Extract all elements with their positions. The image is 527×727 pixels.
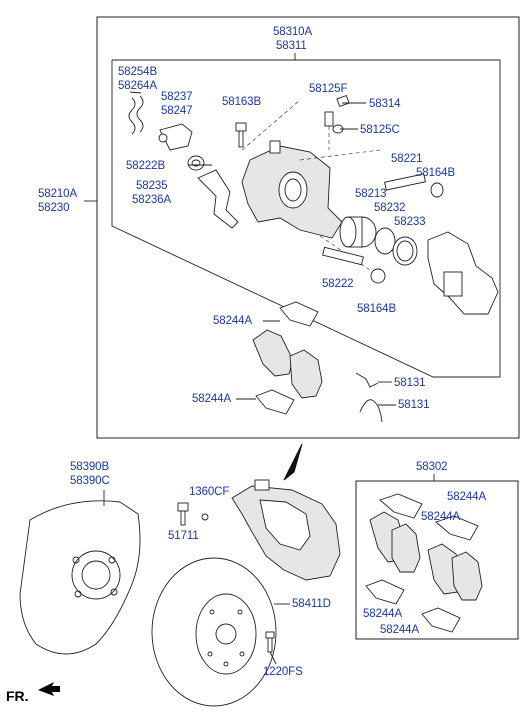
dust-shield — [19, 490, 141, 655]
brake-pad-set-upper — [252, 301, 323, 415]
label-58244a-bottom[interactable]: 58244A — [192, 393, 232, 405]
label-58131-2[interactable]: 58131 — [398, 399, 430, 411]
label-58232[interactable]: 58232 — [374, 202, 406, 214]
label-58233[interactable]: 58233 — [394, 216, 426, 228]
assembly-arrow — [283, 443, 303, 481]
label-58125f[interactable]: 58125F — [309, 83, 348, 95]
label-58314[interactable]: 58314 — [369, 98, 401, 110]
anti-rattle-wire-1 — [355, 372, 379, 388]
label-kit-58244a-1[interactable]: 58244A — [447, 491, 487, 503]
clip-part — [197, 169, 239, 229]
guide-pin-upper — [384, 173, 444, 198]
anti-rattle-wire-2 — [359, 399, 383, 423]
pad-kit-frame — [355, 480, 519, 640]
label-58164b-top[interactable]: 58164B — [416, 167, 456, 179]
boot-part — [187, 155, 205, 171]
spring-part — [128, 91, 144, 135]
bolt-part — [235, 122, 247, 148]
label-58247[interactable]: 58247 — [161, 105, 193, 117]
label-58210a: 58210A — [38, 188, 78, 200]
label-58164b-bottom[interactable]: 58164B — [357, 303, 397, 315]
label-58310a: 58310A — [273, 26, 313, 38]
label-kit-58244a-2[interactable]: 58244A — [421, 511, 461, 523]
label-58264a[interactable]: 58264A — [118, 80, 158, 92]
label-58390b[interactable]: 58390B — [70, 461, 110, 473]
label-58221[interactable]: 58221 — [391, 153, 423, 165]
label-58390c[interactable]: 58390C — [70, 475, 110, 487]
caliper-assembly-frame — [96, 16, 520, 439]
label-58302: 58302 — [416, 461, 448, 473]
label-kit-58244a-3[interactable]: 58244A — [363, 608, 403, 620]
bleeder-part — [324, 94, 350, 150]
brake-disc — [151, 557, 290, 707]
front-direction-label: FR. — [6, 688, 29, 704]
disc-screw — [265, 631, 277, 665]
carrier-bracket — [427, 231, 499, 315]
label-58163b[interactable]: 58163B — [222, 96, 262, 108]
piston-part — [339, 216, 377, 248]
label-1360cf[interactable]: 1360CF — [189, 486, 230, 498]
hub-bolt — [177, 502, 209, 526]
label-58125c[interactable]: 58125C — [360, 124, 400, 136]
label-58254b[interactable]: 58254B — [118, 66, 158, 78]
label-1220fs[interactable]: 1220FS — [263, 666, 303, 678]
label-51711[interactable]: 51711 — [168, 530, 199, 542]
front-direction-arrow — [38, 682, 60, 696]
label-58230: 58230 — [38, 202, 70, 214]
label-58235[interactable]: 58235 — [136, 180, 168, 192]
label-58222[interactable]: 58222 — [322, 278, 354, 290]
label-58213[interactable]: 58213 — [355, 188, 387, 200]
guide-pin-lower — [322, 246, 386, 284]
label-58222b[interactable]: 58222B — [126, 160, 166, 172]
label-58237[interactable]: 58237 — [161, 91, 193, 103]
label-58236a[interactable]: 58236A — [132, 194, 172, 206]
caliper-assembly-lower — [231, 479, 341, 581]
caliper-subassembly-frame — [111, 59, 501, 378]
label-58244a-top[interactable]: 58244A — [213, 315, 253, 327]
label-58311: 58311 — [276, 40, 307, 52]
label-58131-1[interactable]: 58131 — [394, 377, 426, 389]
seal-ring-1 — [374, 227, 396, 255]
bracket-part — [158, 123, 193, 151]
pad-kit-contents — [365, 493, 483, 633]
label-kit-58244a-4[interactable]: 58244A — [380, 624, 420, 636]
label-58411d[interactable]: 58411D — [292, 598, 331, 610]
